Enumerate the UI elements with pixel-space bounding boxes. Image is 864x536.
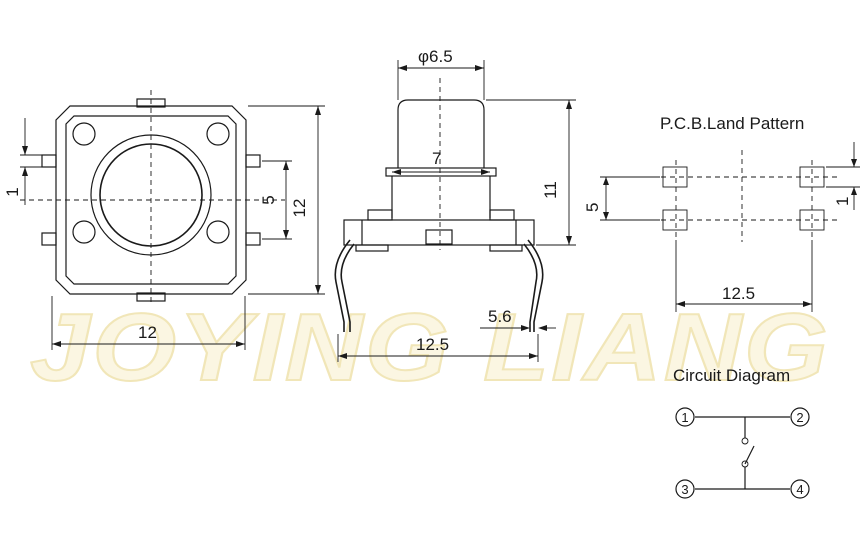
pcb-pad-3 [662,209,688,231]
circuit-contact-top [741,437,749,445]
top-view-hole-br [206,220,230,244]
top-view-pin-width-label: 1 [3,187,22,196]
top-view-width-label: 12 [138,323,157,342]
top-view-hole-tl [72,122,96,146]
side-view-body-width-label: 7 [432,149,441,168]
side-view-lead-offset-label: 5.6 [488,307,512,326]
pcb-pad-size-label: 1 [833,197,852,206]
pcb-pad-1 [662,166,688,188]
watermark: JOYING LIANG [30,294,830,401]
side-view-lead-left [334,239,355,332]
circuit-terminal-2: 2 [790,407,810,427]
svg-text:2: 2 [796,410,803,425]
top-view-actuator-inner [99,143,203,247]
side-view-foot-left [355,244,389,252]
top-view-hole-bl [72,220,96,244]
circuit-contact-bottom [741,460,749,468]
svg-text:1: 1 [681,410,688,425]
svg-text:3: 3 [681,482,688,497]
top-view-pin-left-top [41,154,57,168]
top-view-inner-frame [65,115,237,285]
circuit-terminal-4: 4 [790,479,810,499]
side-view-base [343,219,535,246]
top-view-outer-body [55,105,247,295]
top-view-pin-right-top [245,154,261,168]
pcb-land-pattern: P.C.B.Land Pattern 5 12.5 1 [583,114,860,312]
side-view-height-label: 11 [541,181,560,199]
side-view-neck [385,167,497,177]
side-view-actuator-stem [397,99,485,168]
circuit-terminal-3: 3 [675,479,695,499]
side-view-diameter-label: φ6.5 [418,47,453,66]
top-view-pin-right-bottom [245,232,261,246]
circuit-terminal-1: 1 [675,407,695,427]
top-view-pin-left-bottom [41,232,57,246]
side-view-foot-right [489,244,523,252]
top-view-hole-tr [206,122,230,146]
top-view: 12 12 5 1 [3,90,325,350]
side-view-lead-right [523,239,544,332]
circuit-diagram: Circuit Diagram 1 2 3 4 [673,366,810,499]
pcb-horizontal-pitch-label: 12.5 [722,284,755,303]
pcb-pad-2 [799,166,825,188]
side-view-step-right [489,209,515,221]
side-view-lead-span-label: 12.5 [416,335,449,354]
pcb-land-pattern-title: P.C.B.Land Pattern [660,114,804,133]
side-view-step-left [367,209,393,221]
top-view-pin-pitch-label: 5 [259,195,278,204]
circuit-switch-blade [744,445,755,465]
side-view-center-notch [425,229,453,245]
svg-text:4: 4 [796,482,803,497]
pcb-pad-4 [799,209,825,231]
circuit-diagram-title: Circuit Diagram [673,366,790,385]
top-view-height-label: 12 [290,199,309,218]
pcb-vertical-pitch-label: 5 [583,203,602,212]
side-view: φ6.5 7 11 12.5 5.6 [334,47,576,362]
